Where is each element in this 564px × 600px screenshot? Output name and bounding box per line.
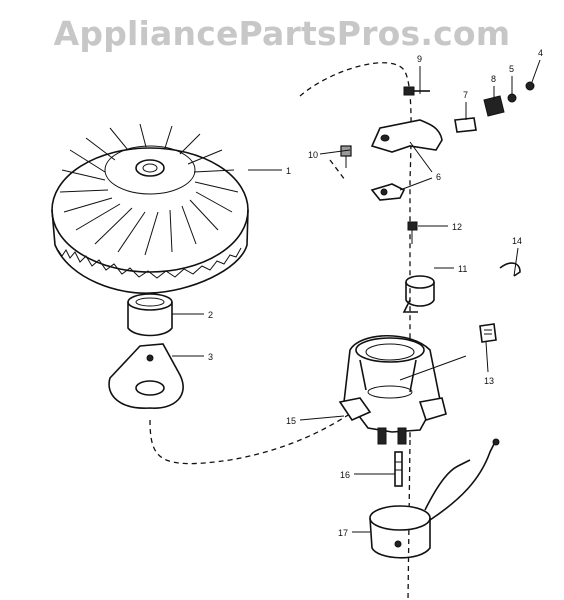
screw-part-10 [340,145,352,168]
callout-15: 15 [286,416,296,426]
flywheel-part [51,123,249,294]
callout-2: 2 [208,310,213,320]
callout-16: 16 [340,470,350,480]
sleeve-part [127,293,173,337]
callout-13: 13 [484,376,494,386]
callout-7: 7 [463,90,468,100]
bolt-part-9 [403,86,430,96]
assembly-guide-lines [149,62,412,600]
contact-point-parts [454,81,535,133]
screw-part-12 [407,221,418,244]
mounting-plate-part [108,343,184,409]
callout-5: 5 [509,64,514,74]
watermark-text: AppliancePartsPros.com [53,14,511,53]
clip-part [499,262,521,277]
callout-labels: 1 2 3 10 9 7 8 5 4 6 12 11 14 13 15 16 1… [208,48,543,538]
breaker-bracket-part [370,119,443,201]
cover-plate-part [479,323,497,343]
callout-12: 12 [452,222,462,232]
stator-housing-part [338,334,447,445]
callout-4: 4 [538,48,543,58]
callout-leader-lines [172,59,541,533]
coil-part [369,438,500,559]
callout-9: 9 [417,54,422,64]
callout-3: 3 [208,352,213,362]
callout-11: 11 [458,264,467,274]
callout-8: 8 [491,74,496,84]
callout-14: 14 [512,236,522,246]
condenser-part [402,275,435,313]
callout-1: 1 [286,166,291,176]
callout-10: 10 [308,150,318,160]
pin-part [394,451,403,487]
callout-6: 6 [436,172,441,182]
callout-17: 17 [338,528,348,538]
